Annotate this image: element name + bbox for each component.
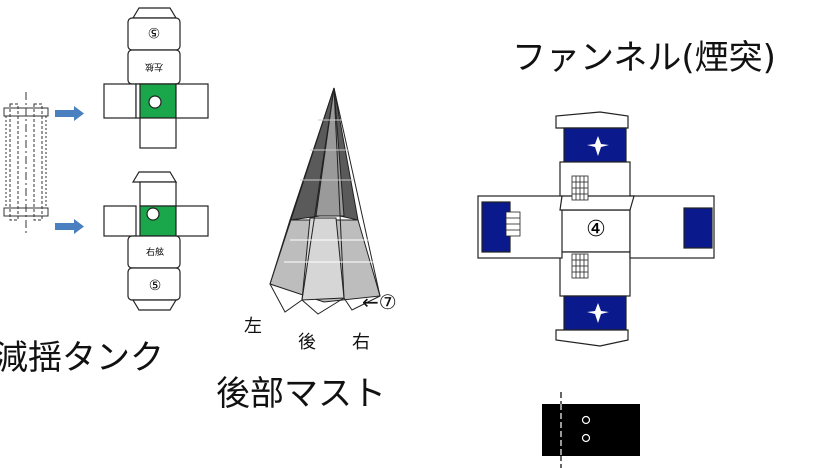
mast-title: 後部マスト: [216, 374, 386, 414]
rear-mast: [269, 87, 381, 315]
tank-part-number-lower: ⑤: [149, 278, 162, 294]
vent-grid: [505, 175, 589, 279]
arrow-icon: [55, 106, 84, 234]
tank-left-side-label: 左舷: [145, 61, 163, 73]
tank-net-upper: [103, 7, 209, 149]
tank-right-side-label: 右舷: [146, 246, 164, 258]
base-piece: [542, 392, 640, 468]
mast-part-number: ←⑦: [362, 290, 397, 314]
tank-side-view: [3, 92, 49, 236]
mast-left-label: 左: [244, 316, 262, 337]
funnel-part-number: ④: [586, 217, 606, 242]
star-icon: [587, 136, 609, 323]
funnel-net: [477, 111, 715, 347]
tank-part-number-upper: ⑤: [148, 24, 161, 40]
tank-net-lower: [103, 171, 209, 311]
mast-right-label: 右: [352, 332, 370, 353]
mast-rear-label: 後: [298, 332, 316, 353]
funnel-title: ファンネル(煙突): [512, 38, 776, 78]
tank-title: 減揺タンク: [0, 338, 164, 378]
